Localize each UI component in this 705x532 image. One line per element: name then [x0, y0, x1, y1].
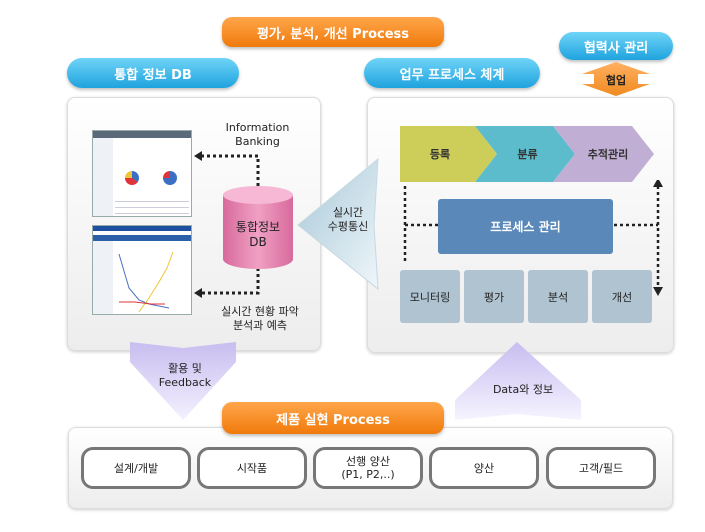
step-pre-production-label: 선행 양산 [346, 455, 390, 468]
data-info-label: Data와 정보 [492, 383, 554, 396]
step-pre-production: 선행 양산 (P1, P2,..) [313, 447, 423, 489]
product-realization-label: 제품 실현 Process [276, 412, 390, 428]
integrated-db-title: 통합 정보 DB [67, 58, 239, 88]
dashboard-screenshot-line[interactable] [92, 225, 192, 315]
step-mass-production: 양산 [429, 447, 539, 489]
chevron-classify [475, 126, 575, 182]
info-banking-line2: Banking [235, 135, 280, 148]
process-management-label: 프로세스 관리 [490, 220, 561, 234]
business-process-title: 업무 프로세스 체계 [364, 58, 540, 88]
step-design-development: 설계/개발 [81, 447, 191, 489]
step-customer-field-label: 고객/필드 [578, 461, 624, 475]
chevron-register [400, 126, 497, 182]
sync-label: 실시간 수평통신 [318, 206, 378, 234]
step-design-development-label: 설계/개발 [113, 461, 159, 475]
data-arrow-icon [455, 342, 581, 420]
evaluation-process-title: 평가, 분석, 개선 Process [222, 17, 444, 47]
integrated-db-label: 통합 정보 DB [114, 67, 192, 83]
partner-management-label: 협력사 관리 [583, 40, 649, 56]
business-process-label: 업무 프로세스 체계 [399, 67, 505, 83]
process-connector-lines [403, 180, 663, 296]
realtime-analysis-line1: 실시간 현황 파악 [221, 305, 299, 318]
info-banking-line1: Information [225, 121, 290, 134]
dashboard-screenshot-pie[interactable] [92, 130, 192, 217]
sub-item-analysis: 분석 [528, 270, 588, 323]
database-label-line2: DB [249, 235, 267, 249]
step-prototype-label: 시작품 [236, 461, 268, 475]
product-realization-title: 제품 실현 Process [222, 402, 444, 434]
evaluation-process-label: 평가, 분석, 개선 Process [256, 26, 410, 42]
process-management-box: 프로세스 관리 [438, 199, 613, 254]
chevron-tracking-label: 추적관리 [587, 148, 629, 161]
database-label-line1: 통합정보 [235, 220, 281, 234]
feedback-label-line2: Feedback [158, 376, 212, 389]
sync-arrow-icon [297, 157, 379, 291]
sync-label-line1: 실시간 [332, 206, 364, 219]
sub-item-monitoring: 모니터링 [400, 270, 460, 323]
sub-item-improvement: 개선 [592, 270, 652, 323]
step-customer-field: 고객/필드 [546, 447, 656, 489]
realtime-analysis-label: 실시간 현황 파악 분석과 예측 [205, 305, 315, 333]
feedback-label-line1: 활용 및 [168, 362, 202, 375]
step-mass-production-label: 양산 [473, 461, 495, 475]
collab-double-arrow-icon [582, 62, 650, 96]
db-connector-lines [194, 151, 260, 298]
chevron-classify-label: 분류 [517, 148, 538, 161]
partner-management-title: 협력사 관리 [559, 32, 673, 60]
info-banking-label: Information Banking [215, 121, 300, 149]
step-pre-production-sublabel: (P1, P2,..) [341, 468, 395, 481]
realtime-analysis-line2: 분석과 예측 [232, 319, 288, 332]
sub-item-evaluation: 평가 [464, 270, 524, 323]
sync-label-line2: 수평통신 [327, 220, 369, 233]
chevron-register-label: 등록 [429, 148, 451, 161]
process-chevrons [400, 126, 654, 182]
chevron-tracking [553, 126, 654, 182]
database-label: 통합정보 DB [222, 220, 294, 250]
database-cylinder-icon [223, 186, 293, 269]
collab-label: 협업 [605, 74, 627, 87]
step-prototype: 시작품 [197, 447, 307, 489]
feedback-arrow-icon [130, 342, 236, 420]
feedback-label: 활용 및 Feedback [150, 362, 220, 390]
